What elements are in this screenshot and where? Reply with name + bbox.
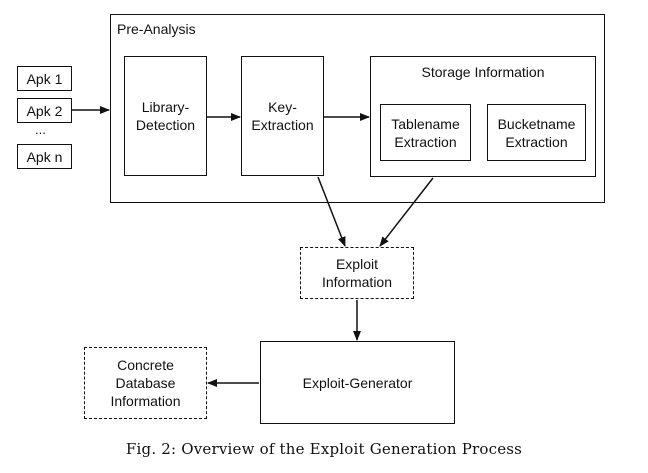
bucketname-extraction-box: Bucketname Extraction — [487, 104, 586, 161]
tablename-extraction-label: Tablename Extraction — [391, 115, 460, 150]
exploit-information-label: Exploit Information — [321, 256, 393, 290]
apk-1-box: Apk 1 — [17, 66, 72, 91]
apk-2-label: Apk 2 — [26, 102, 63, 119]
concrete-database-information-label: Concrete Database Information — [110, 357, 181, 409]
key-extraction-box: Key- Extraction — [241, 56, 324, 176]
exploit-generator-box: Exploit-Generator — [260, 341, 455, 424]
key-extraction-label: Key- Extraction — [251, 99, 314, 133]
exploit-generator-label: Exploit-Generator — [302, 374, 413, 391]
figure-caption: Fig. 2: Overview of the Exploit Generati… — [125, 440, 523, 458]
bucketname-extraction-label: Bucketname Extraction — [497, 115, 576, 150]
apk-ellipsis: ... — [35, 122, 46, 137]
apk-1-label: Apk 1 — [26, 70, 63, 87]
pre-analysis-title: Pre-Analysis — [117, 21, 196, 37]
apk-n-label: Apk n — [26, 148, 63, 165]
library-detection-box: Library- Detection — [124, 56, 207, 176]
exploit-information-box: Exploit Information — [300, 247, 414, 299]
tablename-extraction-box: Tablename Extraction — [380, 104, 471, 161]
apk-2-box: Apk 2 — [17, 98, 72, 123]
library-detection-label: Library- Detection — [135, 99, 196, 133]
concrete-database-information-box: Concrete Database Information — [84, 347, 207, 419]
apk-n-box: Apk n — [17, 144, 72, 169]
storage-information-title: Storage Information — [421, 64, 545, 80]
